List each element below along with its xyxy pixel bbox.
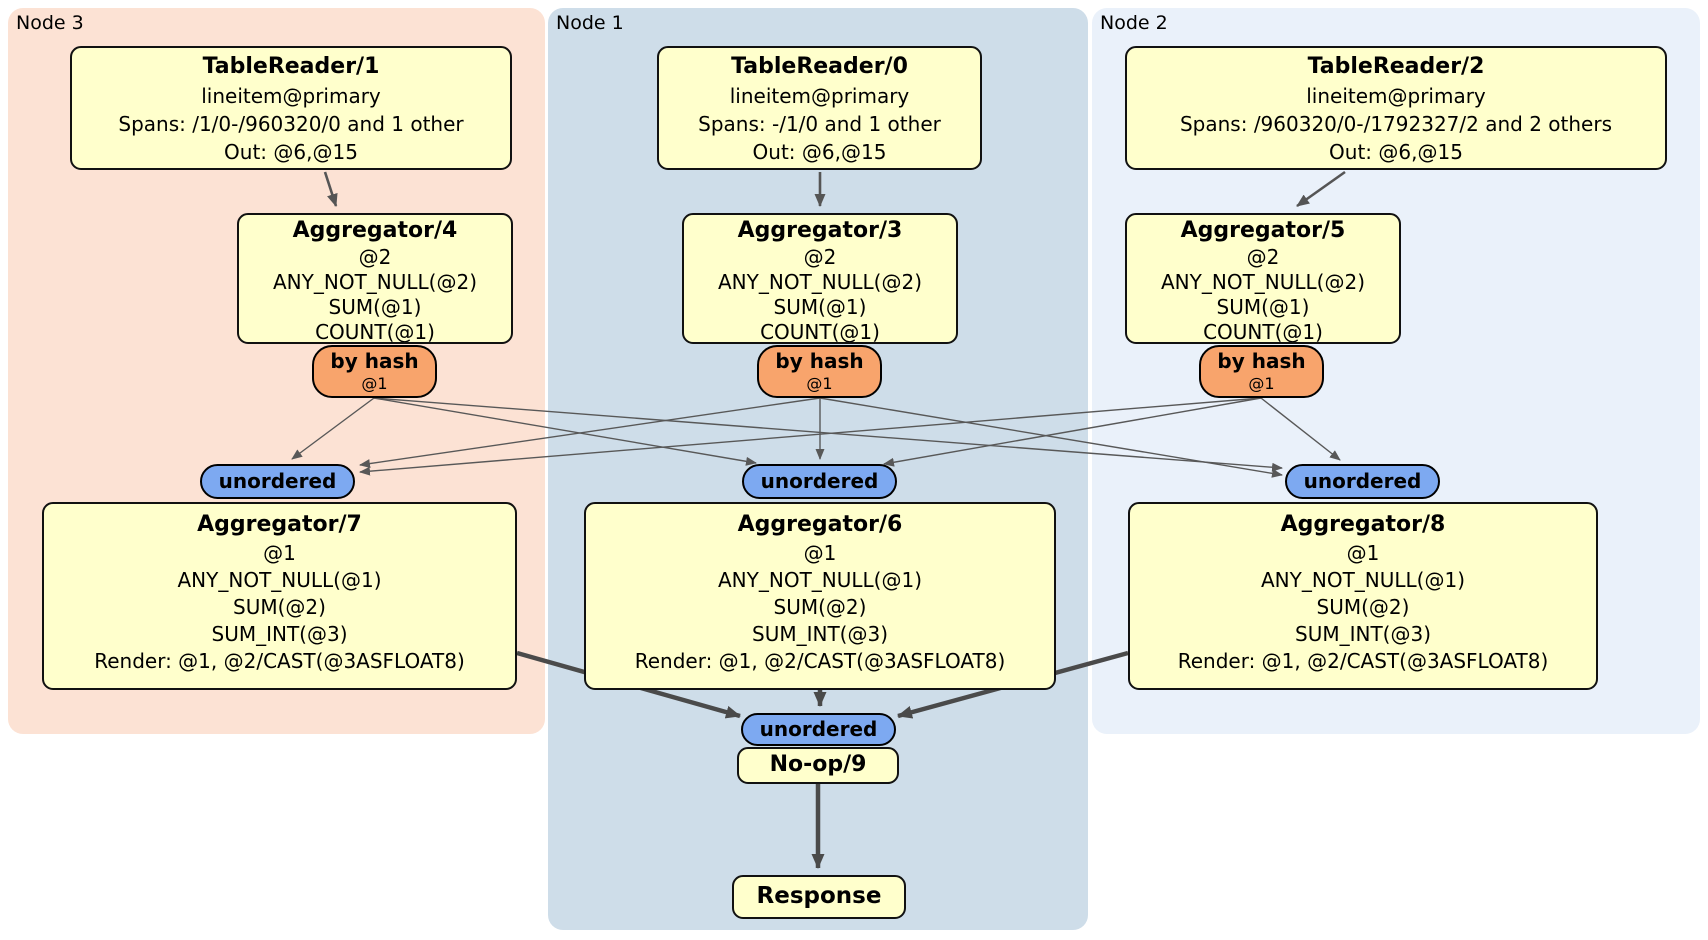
node2-label: Node 2 [1100, 12, 1168, 34]
response-box: Response [732, 875, 906, 919]
hash-router-pill: by hash @1 [1199, 345, 1324, 398]
aggregator-7-box: Aggregator/7 @1 ANY_NOT_NULL(@1) SUM(@2)… [42, 502, 517, 690]
processor-title: No-op/9 [769, 752, 867, 777]
aggregator-3-box: Aggregator/3 @2 ANY_NOT_NULL(@2) SUM(@1)… [682, 213, 958, 344]
noop-box: No-op/9 [737, 747, 899, 784]
edge-hash5-sync6 [883, 397, 1262, 467]
unordered-sync-pill: unordered [742, 464, 897, 499]
hash-router-pill: by hash @1 [757, 345, 882, 398]
table-reader-1-box: TableReader/1 lineitem@primary Spans: /1… [70, 46, 512, 170]
processor-title: Aggregator/5 [1180, 218, 1346, 243]
unordered-sync-pill: unordered [1285, 464, 1440, 499]
edge-hash5-sync7 [359, 397, 1262, 476]
aggregator-6-box: Aggregator/6 @1 ANY_NOT_NULL(@1) SUM(@2)… [584, 502, 1056, 690]
processor-title: Aggregator/3 [737, 218, 903, 243]
edge-hash3-sync8 [819, 397, 1283, 478]
unordered-sync-pill: unordered [200, 464, 355, 499]
edge-tr1-agg4 [323, 171, 338, 207]
processor-title: Aggregator/8 [1280, 512, 1446, 537]
processor-title: Aggregator/7 [197, 512, 362, 537]
edge-hash5-sync8 [1260, 397, 1341, 461]
processor-title: TableReader/0 [731, 54, 908, 79]
processor-title: TableReader/1 [202, 54, 380, 79]
edge-hash3-sync7 [359, 397, 821, 469]
table-reader-0-box: TableReader/0 lineitem@primary Spans: -/… [657, 46, 982, 170]
table-reader-2-box: TableReader/2 lineitem@primary Spans: /9… [1125, 46, 1667, 170]
edge-tr2-agg5 [1296, 170, 1346, 208]
processor-title: Response [756, 883, 882, 909]
final-unordered-sync-pill: unordered [741, 713, 896, 746]
node3-label: Node 3 [16, 12, 84, 34]
processor-title: Aggregator/4 [292, 218, 458, 243]
aggregator-8-box: Aggregator/8 @1 ANY_NOT_NULL(@1) SUM(@2)… [1128, 502, 1598, 690]
node1-label: Node 1 [556, 12, 624, 34]
processor-title: Aggregator/6 [737, 512, 903, 537]
hash-router-pill: by hash @1 [312, 345, 437, 398]
processor-title: TableReader/2 [1307, 54, 1485, 79]
aggregator-4-box: Aggregator/4 @2 ANY_NOT_NULL(@2) SUM(@1)… [237, 213, 513, 344]
edge-hash4-sync6 [373, 397, 757, 466]
edge-hash4-sync7 [291, 397, 375, 460]
aggregator-5-box: Aggregator/5 @2 ANY_NOT_NULL(@2) SUM(@1)… [1125, 213, 1401, 344]
